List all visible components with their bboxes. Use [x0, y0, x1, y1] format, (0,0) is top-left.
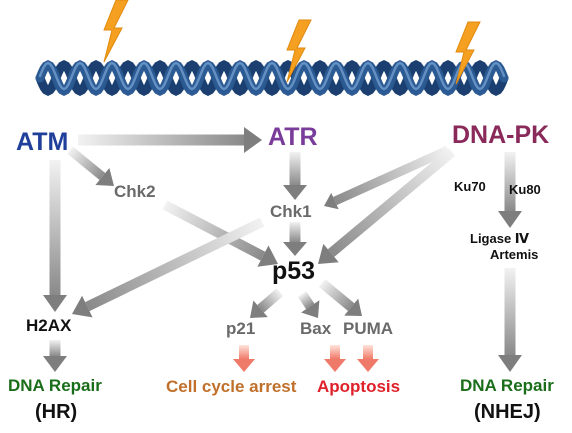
arrow-dnapk-to-chk1 [324, 145, 450, 210]
outcome-nhej-label: (NHEJ) [474, 401, 541, 423]
outcome-dna-repair-nhej: DNA Repair [460, 376, 554, 395]
arrow-chk2-to-p53 [162, 200, 278, 267]
dna-strand-highlight [38, 61, 506, 91]
node-ligase-iv: Ligase Ⅳ [470, 231, 530, 246]
node-atr: ATR [268, 123, 318, 151]
node-bax: Bax [300, 319, 332, 338]
arrow-chk1-to-p53 [283, 222, 307, 256]
node-chk1: Chk1 [270, 202, 312, 221]
arrow-dnapk-to-p53 [318, 148, 456, 265]
node-chk2: Chk2 [114, 182, 156, 201]
lightning-bolt-icon [286, 19, 312, 83]
arrow-p53-to-bax [297, 291, 320, 318]
arrow-h2ax-to-hr-repair [43, 340, 67, 372]
arrow-ligase-to-nhej-repair [498, 268, 522, 372]
node-artemis: Artemis [490, 247, 539, 262]
outcome-dna-repair-hr: DNA Repair [8, 376, 102, 395]
outcome-apoptosis: Apoptosis [317, 377, 401, 396]
node-puma: PUMA [343, 319, 394, 338]
node-atm: ATM [16, 128, 69, 156]
dna-strand-back [35, 59, 509, 97]
arrow-atm-to-chk2 [67, 146, 115, 186]
arrow-dnapk-to-ligase [498, 152, 522, 228]
node-p53: p53 [272, 257, 316, 285]
outcome-hr-label: (HR) [35, 401, 78, 423]
lightning-bolt-icon [455, 21, 481, 85]
lightning-bolt-icon [103, 0, 129, 63]
node-ku80: Ku80 [509, 182, 541, 197]
node-p21: p21 [226, 319, 256, 338]
node-ku70: Ku70 [454, 179, 486, 194]
arrow-atm-to-atr [78, 127, 262, 153]
pathway-arrows [43, 127, 522, 372]
arrow-p53-to-puma [318, 279, 362, 317]
arrow-bax-to-apoptosis [324, 345, 346, 372]
arrow-atr-to-chk1 [283, 152, 307, 200]
lightning-bolts [103, 0, 481, 85]
node-h2ax: H2AX [26, 316, 72, 335]
arrow-p53-to-p21 [249, 288, 284, 319]
arrow-puma-to-apoptosis [357, 345, 379, 372]
node-dna-pk: DNA-PK [452, 121, 550, 149]
outcome-cell-cycle-arrest: Cell cycle arrest [166, 377, 297, 396]
arrow-p21-to-cell-cycle-arrest [233, 345, 255, 372]
arrow-chk1-to-h2ax [72, 217, 265, 318]
dna-double-helix-icon [35, 59, 509, 97]
arrow-atm-to-h2ax [43, 160, 67, 312]
